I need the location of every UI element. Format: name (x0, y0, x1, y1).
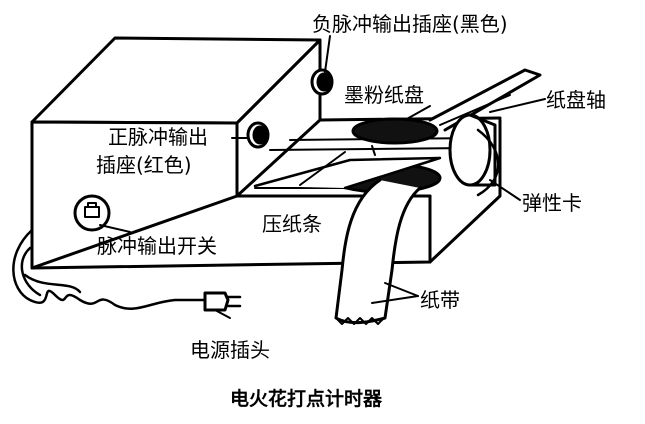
positive-socket (246, 121, 270, 149)
label-positive-socket-line1: 正脉冲输出 (108, 125, 208, 149)
label-pulse-switch: 脉冲输出开关 (97, 234, 217, 258)
leader-lines (99, 35, 546, 319)
label-paper-tape: 纸带 (420, 288, 460, 312)
power-cord (12, 228, 212, 310)
negative-socket (310, 68, 334, 96)
label-pressure-strip: 压纸条 (262, 212, 322, 236)
power-plug (203, 291, 242, 312)
spring-clip (476, 128, 500, 197)
label-power-plug: 电源插头 (190, 338, 270, 362)
pulse-switch (73, 194, 111, 232)
label-negative-socket: 负脉冲输出插座(黑色) (312, 12, 508, 36)
caption: 电火花打点计时器 (230, 388, 383, 410)
label-positive-socket-line2: 插座(红色) (96, 153, 192, 177)
paper-tape (334, 178, 422, 325)
paper-disc-axle (428, 68, 542, 187)
label-disc-axle: 纸盘轴 (546, 88, 606, 112)
pressure-strip (253, 156, 442, 190)
label-toner-disc: 墨粉纸盘 (344, 83, 424, 107)
label-spring-clip: 弹性卡 (522, 191, 582, 215)
